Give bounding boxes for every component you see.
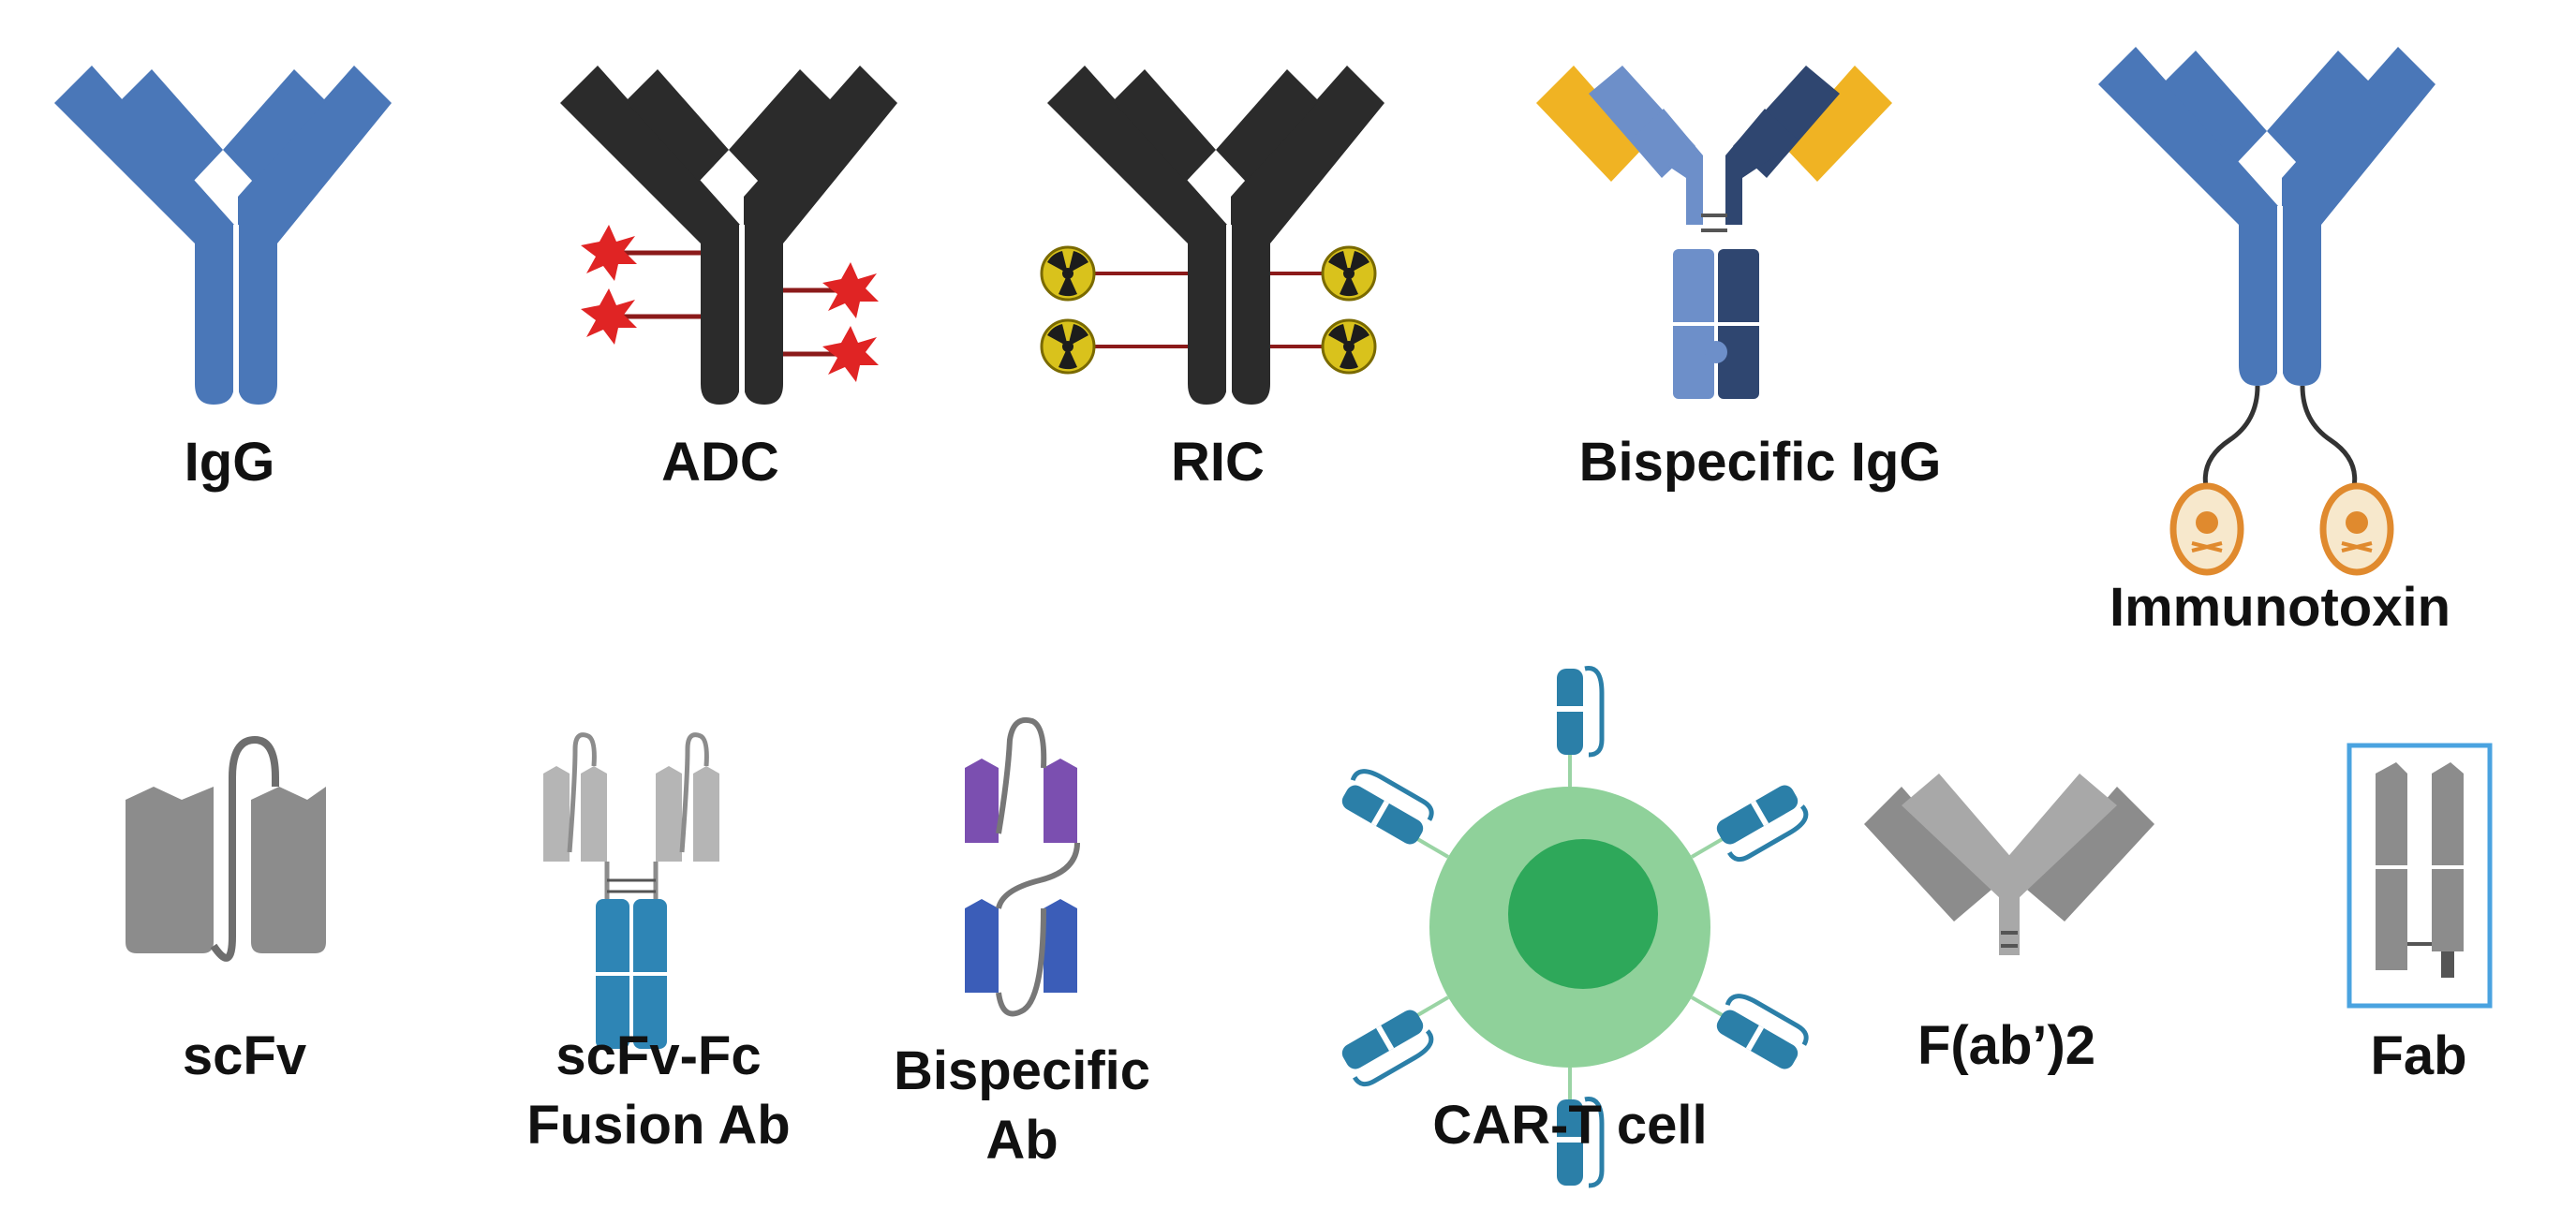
label-bispecific-ab-line1: Bispecific	[894, 1040, 1150, 1101]
label-igg: IgG	[185, 432, 275, 493]
fab-icon	[2347, 743, 2493, 1009]
bispecific-ab-icon	[965, 717, 1080, 1017]
label-scfv-fc-line2: Fusion Ab	[526, 1095, 790, 1156]
label-bispecific-igg: Bispecific IgG	[1579, 432, 1942, 493]
fab2-icon	[1864, 774, 2154, 955]
label-adc: ADC	[661, 432, 779, 493]
bispecific-igg-icon	[1536, 66, 1892, 399]
label-scfv: scFv	[183, 1025, 306, 1086]
immunotoxin-icon	[2098, 47, 2435, 576]
label-fab2: F(ab’)2	[1917, 1015, 2095, 1076]
label-scfv-fc-line1: scFv-Fc	[555, 1025, 761, 1086]
label-immunotoxin: Immunotoxin	[2110, 577, 2450, 638]
label-bispecific-ab-line2: Ab	[985, 1110, 1058, 1171]
igg-icon	[54, 66, 392, 405]
label-fab: Fab	[2370, 1025, 2466, 1086]
scfv-icon	[126, 735, 326, 962]
car-t-cell-icon	[1339, 669, 1811, 1186]
label-car-t-cell: CAR-T cell	[1432, 1095, 1707, 1156]
ric-icon	[1040, 66, 1384, 405]
label-ric: RIC	[1171, 432, 1265, 493]
scfv-fc-icon	[543, 732, 719, 1049]
adc-icon	[560, 66, 897, 405]
